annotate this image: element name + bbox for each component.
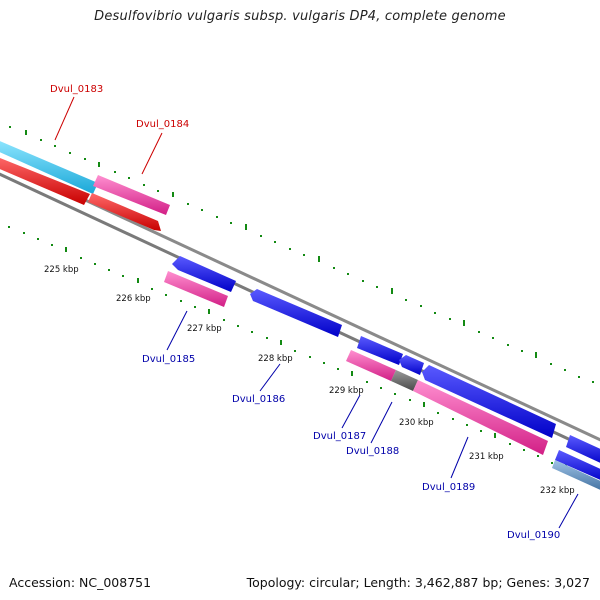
tick-label: 230 kbp	[399, 418, 434, 428]
gene-arrow-red-0183[interactable]	[0, 156, 90, 205]
gene-arrow-cyan[interactable]	[0, 139, 98, 194]
gene-arrow-magenta-0189[interactable]	[413, 380, 548, 455]
gene-arrow-steel-0190[interactable]	[552, 460, 600, 492]
tick-label: 225 kbp	[44, 265, 79, 275]
gene-label-dvul-0189[interactable]: Dvul_0189	[422, 482, 475, 493]
gene-label-dvul-0186[interactable]: Dvul_0186	[232, 394, 285, 405]
inner-tick-track	[8, 226, 596, 482]
accession-text: Accession: NC_008751	[9, 575, 152, 590]
gene-arrow-magenta-0187[interactable]	[346, 350, 396, 381]
gene-arrow-blue-c[interactable]	[399, 355, 424, 375]
tick-label: 229 kbp	[329, 386, 364, 396]
tick-labels: 225 kbp 226 kbp 227 kbp 228 kbp 229 kbp …	[44, 265, 575, 496]
gene-label-dvul-0184[interactable]: Dvul_0184	[136, 119, 189, 130]
gene-label-dvul-0187[interactable]: Dvul_0187	[313, 431, 366, 442]
tick-label: 228 kbp	[258, 354, 293, 364]
gene-arrow-blue-a[interactable]	[172, 256, 236, 292]
gene-arrow-red-0184[interactable]	[88, 193, 161, 231]
tick-label: 226 kbp	[116, 294, 151, 304]
gene-arrow-blue-0186[interactable]	[250, 289, 342, 337]
tick-label: 232 kbp	[540, 486, 575, 496]
gene-arrow-blue-f[interactable]	[555, 450, 600, 482]
topology-text: Topology: circular; Length: 3,462,887 bp…	[246, 575, 590, 590]
gene-arrow-blue-b[interactable]	[357, 336, 403, 365]
gene-arrow-magenta-0185[interactable]	[164, 271, 228, 307]
gene-arrow-magenta-0184[interactable]	[93, 175, 170, 215]
gene-arrow-blue-d[interactable]	[422, 365, 556, 438]
gene-label-dvul-0185[interactable]: Dvul_0185	[142, 354, 195, 365]
outer-tick-track	[9, 126, 594, 383]
gene-label-dvul-0190[interactable]: Dvul_0190	[507, 530, 560, 541]
gene-labels: Dvul_0183 Dvul_0184 Dvul_0185 Dvul_0186 …	[50, 84, 560, 541]
gene-label-dvul-0183[interactable]: Dvul_0183	[50, 84, 103, 95]
callout-lines	[54, 96, 579, 529]
gene-arrow-blue-e[interactable]	[566, 435, 600, 465]
tick-label: 227 kbp	[187, 324, 222, 334]
tick-label: 231 kbp	[469, 452, 504, 462]
gene-label-dvul-0188[interactable]: Dvul_0188	[346, 446, 399, 457]
genome-title: Desulfovibrio vulgaris subsp. vulgaris D…	[94, 9, 506, 24]
gene-arrow-gray-0188[interactable]	[391, 370, 418, 391]
